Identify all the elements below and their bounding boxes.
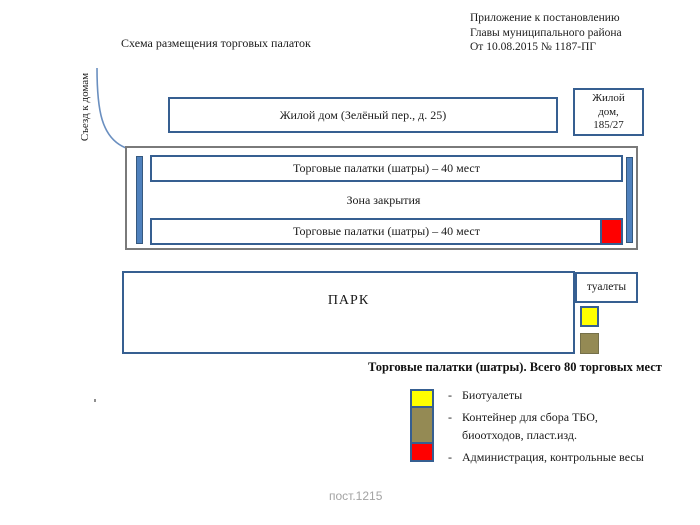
legend-item-administration: Администрация, контрольные весы	[462, 450, 644, 464]
closure-zone-label: Зона закрытия	[346, 193, 421, 207]
tents-row-bottom-label: Торговые палатки (шатры) – 40 мест	[293, 224, 480, 238]
tents-row-top-box: Торговые палатки (шатры) – 40 мест	[150, 155, 623, 182]
waste-container-marker	[580, 333, 599, 354]
print-artifact-dot	[94, 399, 96, 402]
legend-title: Торговые палатки (шатры). Всего 80 торго…	[368, 360, 662, 374]
legend-item-waste-line-2: биоотходов, пласт.изд.	[462, 428, 578, 442]
annotation-line-3: От 10.08.2015 № 1187-ПГ	[470, 41, 597, 53]
toilets-box: туалеты	[575, 272, 638, 303]
legend-dash-1: -	[448, 388, 452, 402]
house-side-line-1: Жилой	[592, 92, 625, 104]
right-barrier-bar	[626, 157, 633, 243]
page-title: Схема размещения торговых палаток	[121, 36, 311, 50]
annotation-line-2: Главы муниципального района	[470, 26, 622, 39]
residential-house-side-box: Жилой дом, 185/27	[573, 88, 644, 136]
park-box: ПАРК	[122, 271, 575, 354]
biotoilet-marker	[580, 306, 599, 327]
legend-dash-3: -	[448, 450, 452, 464]
tents-row-bottom-box: Торговые палатки (шатры) – 40 мест	[150, 218, 623, 245]
legend-item-biotoilets: Биотуалеты	[462, 388, 523, 402]
road-curve-line	[96, 67, 127, 149]
road-access-label: Съезд к домам	[79, 72, 91, 142]
house-side-line-2: дом,	[598, 105, 619, 118]
house-side-line-3: 185/27	[593, 119, 624, 131]
legend-swatch-administration	[412, 444, 432, 460]
market-zone-box: Торговые палатки (шатры) – 40 мест Зона …	[125, 146, 638, 250]
legend-color-bar	[410, 389, 434, 462]
administration-marker	[600, 220, 621, 243]
decree-annotation: Приложение к постановлению Главы муницип…	[470, 11, 622, 55]
residential-house-box: Жилой дом (Зелёный пер., д. 25)	[168, 97, 558, 133]
legend-swatch-biotoilets	[412, 391, 432, 408]
legend-swatch-waste-container	[412, 408, 432, 444]
left-barrier-bar	[136, 156, 143, 244]
park-label: ПАРК	[327, 293, 370, 308]
annotation-line-1: Приложение к постановлению	[470, 12, 620, 24]
footer-post-number: пост.1215	[329, 489, 383, 503]
legend-item-waste-line-1: Контейнер для сбора ТБО,	[462, 410, 598, 424]
legend-dash-2: -	[448, 410, 452, 424]
